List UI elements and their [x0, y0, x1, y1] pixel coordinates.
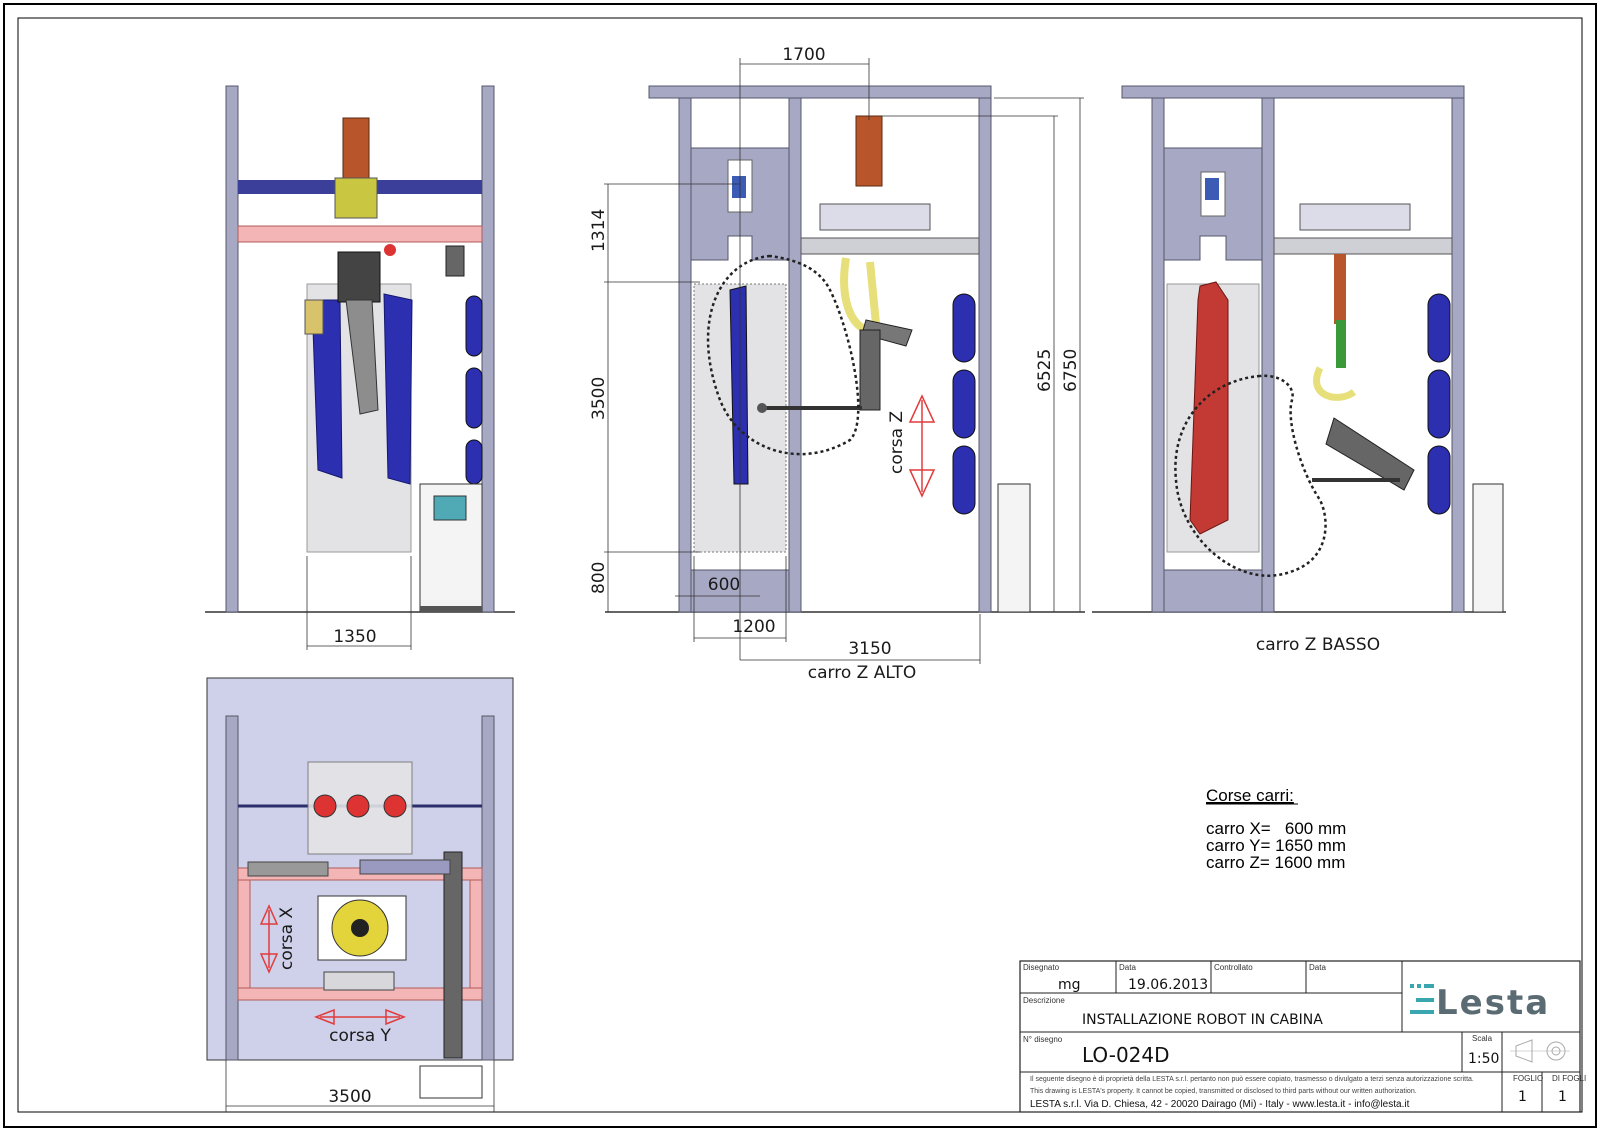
corsa-y-label: corsa Y	[329, 1026, 391, 1046]
svg-text:Lesta: Lesta	[1436, 983, 1550, 1023]
lesta-logo: Lesta	[1410, 983, 1550, 1023]
tb-address: LESTA s.r.l. Via D. Chiesa, 42 - 20020 D…	[1030, 1099, 1410, 1110]
side-view-basso	[1092, 85, 1506, 613]
title-block: Disegnato mg Data 19.06.2013 Controllato…	[1019, 960, 1586, 1113]
dim-front-width: 1350	[306, 556, 412, 650]
top-view	[206, 677, 514, 1061]
tb-date-label: Data	[1119, 963, 1136, 972]
notes-line-x: carro X= 600 mm	[1206, 819, 1346, 838]
tb-drawn-by: mg	[1058, 977, 1081, 993]
inner-border	[17, 17, 1583, 1113]
dim-800: 800	[589, 562, 609, 594]
tb-drawn-by-label: Disegnato	[1023, 963, 1060, 972]
dim-600: 600	[708, 575, 740, 595]
side-dimensions: 1700 1314 3500 800 600 1200 3150 6525 67…	[589, 45, 1084, 664]
view-label-basso: carro Z BASSO	[1256, 635, 1380, 655]
view-label-alto: carro Z ALTO	[808, 663, 916, 683]
dim-3500-v: 3500	[589, 377, 609, 420]
notes-line-y: carro Y= 1650 mm	[1206, 836, 1346, 855]
dim-1350: 1350	[333, 627, 376, 647]
front-view	[205, 85, 515, 613]
dim-3500-h: 3500	[328, 1087, 371, 1107]
tb-checked-label: Controllato	[1214, 963, 1253, 972]
corsa-y-arrow: corsa Y	[313, 1008, 407, 1046]
corsa-z-label: corsa Z	[887, 411, 907, 474]
dim-1314: 1314	[589, 209, 609, 252]
tb-sheet-label: FOGLIO	[1513, 1074, 1543, 1083]
tb-scale: 1:50	[1468, 1051, 1499, 1067]
projection-symbol-icon	[1510, 1039, 1570, 1063]
travel-notes: Corse carri: carro X= 600 mm carro Y= 16…	[1206, 786, 1346, 872]
outer-border	[3, 3, 1597, 1128]
tb-note-it: Il seguente disegno è di proprietà della…	[1030, 1076, 1474, 1083]
dim-6525: 6525	[1035, 349, 1055, 392]
tb-desc-label: Descrizione	[1023, 996, 1065, 1005]
tb-drawing-number: LO-024D	[1082, 1043, 1170, 1067]
tb-description: INSTALLAZIONE ROBOT IN CABINA	[1082, 1012, 1323, 1028]
tb-of: 1	[1558, 1089, 1567, 1105]
dim-top-width: 3500	[225, 1060, 495, 1112]
tb-scale-label: Scala	[1472, 1034, 1493, 1043]
corsa-x-label: corsa X	[277, 907, 297, 970]
corsa-x-arrow: corsa X	[259, 904, 297, 974]
tb-note-en: This drawing is LESTA's property. It can…	[1030, 1088, 1417, 1095]
tb-date2-label: Data	[1309, 963, 1326, 972]
notes-line-z: carro Z= 1600 mm	[1206, 853, 1345, 872]
tb-of-label: DI FOGLI	[1552, 1074, 1586, 1083]
corsa-z-arrow: corsa Z	[887, 394, 936, 498]
tb-sheet: 1	[1518, 1089, 1527, 1105]
tb-date: 19.06.2013	[1128, 977, 1208, 993]
side-view-alto	[605, 85, 1085, 613]
notes-title: Corse carri:	[1206, 786, 1294, 805]
dim-1700: 1700	[782, 45, 825, 65]
dim-1200: 1200	[732, 617, 775, 637]
dim-3150: 3150	[848, 639, 891, 659]
tb-dwg-label: N° disegno	[1023, 1035, 1063, 1044]
dim-6750: 6750	[1061, 349, 1081, 392]
